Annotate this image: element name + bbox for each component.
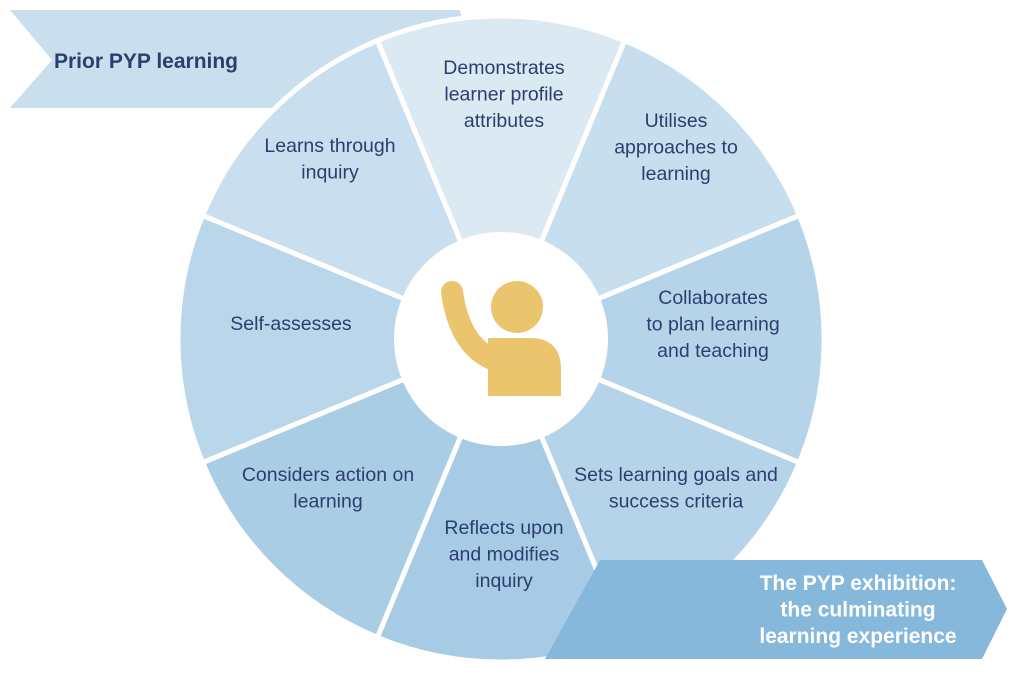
segment-label-collaborates: Collaborates to plan learning and teaching bbox=[646, 287, 779, 362]
segment-demonstrates bbox=[374, 13, 628, 342]
segment-label-utilises: Utilises approaches to learning bbox=[614, 110, 738, 185]
segment-label-collaborates-line-1: Collaborates bbox=[658, 287, 768, 309]
pyp-exhibition-label-line-3: learning experience bbox=[759, 625, 956, 648]
segment-label-demonstrates-line-3: attributes bbox=[464, 110, 544, 132]
segment-label-considers-line-1: Considers action on bbox=[242, 464, 414, 486]
segment-label-demonstrates: Demonstrates learner profile attributes bbox=[443, 57, 565, 132]
prior-pyp-learning-label-line-1: Prior PYP learning bbox=[54, 50, 238, 73]
segment-label-reflects-line-3: inquiry bbox=[475, 570, 533, 592]
segment-label-demonstrates-line-1: Demonstrates bbox=[443, 57, 565, 79]
segment-label-reflects-line-2: and modifies bbox=[449, 544, 560, 566]
segment-label-learns: Learns through inquiry bbox=[264, 135, 395, 184]
wheel-center bbox=[394, 232, 608, 446]
segment-label-utilises-line-2: approaches to bbox=[614, 137, 738, 159]
raised-hand-learner-icon bbox=[441, 281, 561, 396]
pyp-exhibition-arrow-shape bbox=[545, 560, 1007, 659]
learner-raised-arm bbox=[441, 281, 511, 373]
segment-collaborates bbox=[498, 212, 827, 466]
segment-label-self-assesses-line-1: Self-assesses bbox=[230, 313, 352, 335]
learner-head bbox=[491, 281, 543, 333]
segment-label-self-assesses: Self-assesses bbox=[230, 313, 352, 335]
pyp-exhibition-label-line-2: the culminating bbox=[780, 599, 935, 622]
segment-label-utilises-line-1: Utilises bbox=[645, 110, 708, 132]
segment-self-assesses bbox=[175, 212, 504, 466]
learner-body bbox=[488, 338, 561, 396]
segment-label-considers: Considers action on learning bbox=[242, 464, 414, 513]
segment-label-reflects: Reflects upon and modifies inquiry bbox=[444, 517, 563, 592]
pyp-exhibition-label-line-1: The PYP exhibition: bbox=[760, 572, 957, 595]
pyp-exhibition-label: The PYP exhibition: the culminating learni… bbox=[759, 572, 956, 648]
segment-label-sets-goals-line-1: Sets learning goals and bbox=[574, 464, 778, 486]
pyp-exhibition-banner: The PYP exhibition: the culminating learni… bbox=[545, 560, 1007, 659]
segment-label-reflects-line-1: Reflects upon bbox=[444, 517, 563, 539]
segment-label-demonstrates-line-2: learner profile bbox=[444, 84, 563, 106]
segment-label-considers-line-2: learning bbox=[293, 491, 362, 513]
segment-label-collaborates-line-2: to plan learning bbox=[646, 314, 779, 336]
segment-label-sets-goals-line-2: success criteria bbox=[609, 491, 744, 513]
prior-pyp-learning-label: Prior PYP learning bbox=[54, 50, 238, 73]
segment-label-utilises-line-3: learning bbox=[641, 163, 710, 185]
segment-label-sets-goals: Sets learning goals and success criteria bbox=[574, 464, 778, 513]
segment-label-learns-line-1: Learns through bbox=[264, 135, 395, 157]
segment-label-collaborates-line-3: and teaching bbox=[657, 340, 769, 362]
segment-label-learns-line-2: inquiry bbox=[301, 162, 359, 184]
